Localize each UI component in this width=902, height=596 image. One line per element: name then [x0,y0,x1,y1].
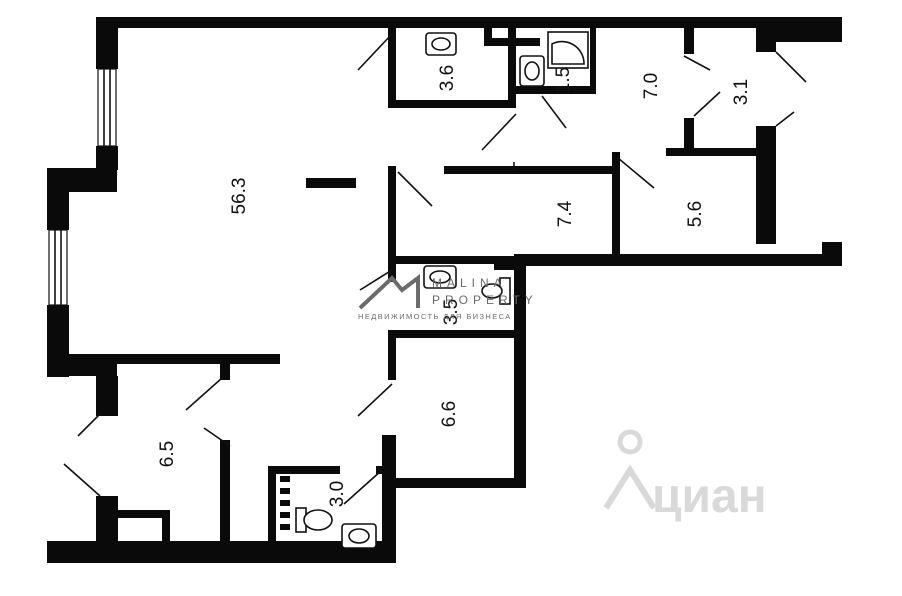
sink-icon [519,55,545,87]
room-area-bath-top: 3.6 [437,65,458,91]
room-area-shower: 1.5 [553,67,574,93]
room-area-lower-left: 6.5 [157,441,178,467]
watermark-brand-line1: MALINA [432,276,507,290]
map-pin-icon [603,429,657,510]
sink-icon [423,265,457,289]
malina-logo-icon [358,274,420,310]
room-area-bath-center: 3.5 [441,299,462,325]
room-area-lower-center: 6.6 [439,401,460,427]
sink-icon [425,32,457,56]
room-area-closet-top-right: 3.1 [731,79,752,105]
room-area-middle: 7.4 [555,200,576,227]
room-area-right: 5.6 [685,201,706,227]
windows [48,68,117,306]
room-labels: 56.3 3.6 1.5 7.0 3.1 7.4 5.6 3.5 6.6 6.5… [157,65,752,507]
toilet-icon [295,507,333,533]
doors [63,33,807,505]
watermark-malina: MALINA PROPERTY НЕДВИЖИМОСТЬ ДЛЯ БИЗНЕСА [358,274,538,321]
toilet-icon [481,277,511,305]
cian-logo-text: циан [652,470,767,523]
shower-tray-icon [547,31,589,69]
watermark-brand-line2: PROPERTY [432,293,538,307]
watermark-tagline: НЕДВИЖИМОСТЬ ДЛЯ БИЗНЕСА [358,312,512,321]
sink-icon [341,523,377,549]
room-area-main: 56.3 [229,178,250,215]
room-area-top-right: 7.0 [641,73,662,99]
room-area-wc-bottom: 3.0 [327,481,348,507]
interior-walls [96,26,776,544]
fixtures [295,31,589,549]
cian-logo: циан [603,429,767,523]
